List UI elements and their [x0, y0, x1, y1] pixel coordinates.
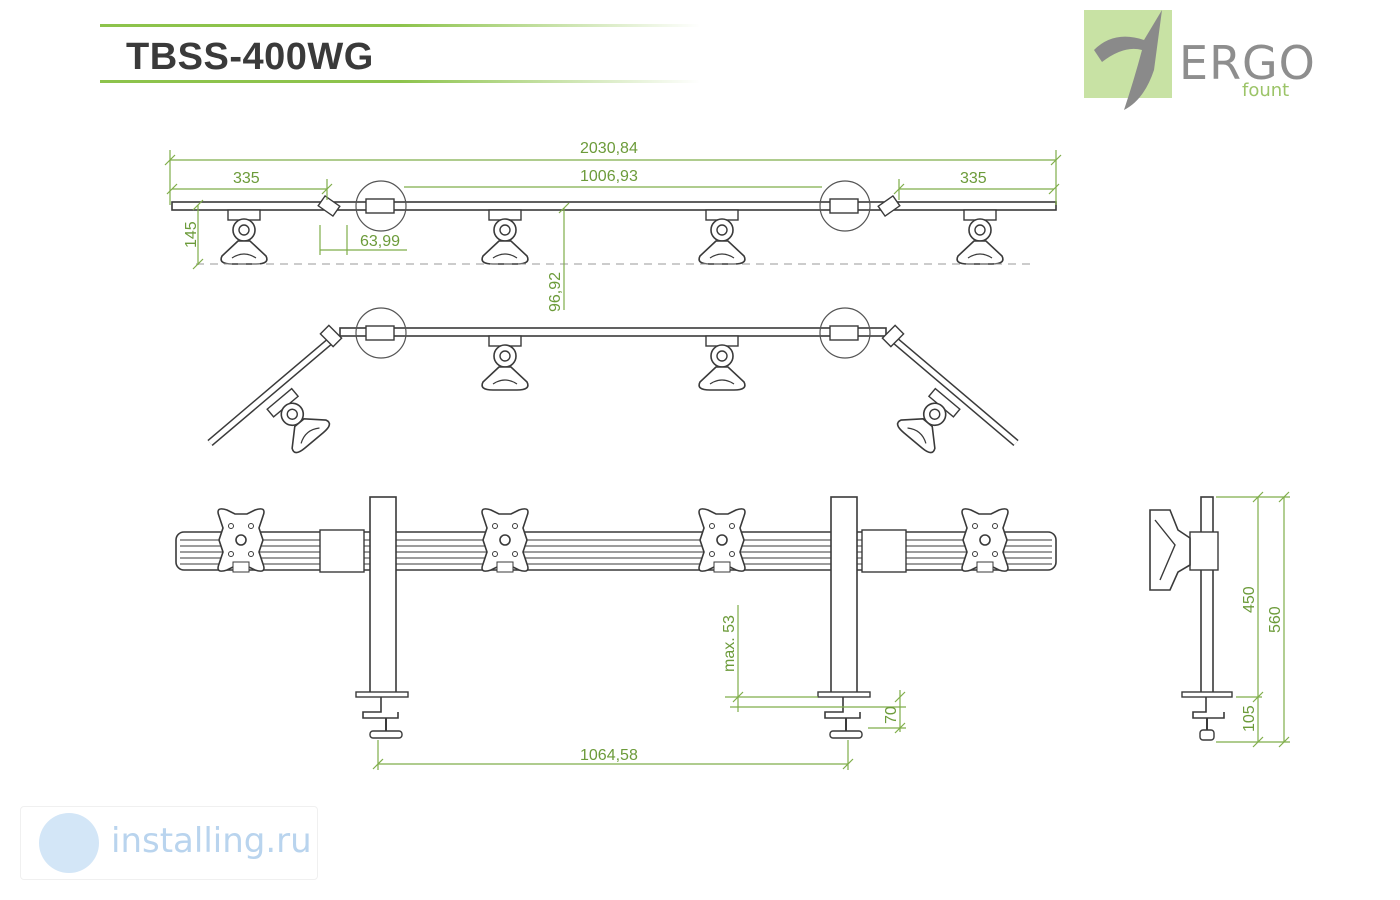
- title-block: TBSS-400WG: [100, 18, 700, 88]
- vesa-plate-4: [961, 508, 1009, 573]
- dim-drop: 96,92: [547, 272, 564, 312]
- dim-clamp-height: 70: [883, 706, 900, 724]
- dim-height-top: 145: [183, 221, 200, 248]
- logo-mark: [1084, 10, 1172, 110]
- title-rule-top: [100, 24, 700, 27]
- angled-view: [207, 307, 1019, 456]
- logo-subtitle: fount: [1242, 80, 1290, 101]
- title-rule-bottom: [100, 80, 700, 83]
- dim-offset: 63,99: [360, 233, 400, 250]
- dimension-lines-front: [372, 605, 906, 770]
- dim-end-right: 335: [960, 170, 987, 187]
- dim-total-length: 2030,84: [580, 140, 638, 157]
- ergofount-logo: ERGO fount: [1084, 10, 1316, 120]
- side-view: [1149, 496, 1233, 741]
- dim-pole-spacing: 1064,58: [580, 747, 638, 764]
- pole-left: [369, 496, 397, 694]
- monitor-mount-2: [481, 209, 529, 265]
- joint-circle-right: [819, 180, 871, 232]
- top-view: [171, 180, 1057, 265]
- dim-center-span: 1006,93: [580, 168, 638, 185]
- monitor-mount-3-angled: [698, 335, 746, 391]
- front-view: [175, 496, 1057, 739]
- watermark-text: installing.ru: [111, 821, 312, 861]
- watermark: installing.ru: [20, 806, 318, 880]
- monitor-mount-3: [698, 209, 746, 265]
- dim-side-pole: 450: [1241, 586, 1258, 613]
- dim-max-thickness: max. 53: [721, 615, 738, 672]
- crossbar: [171, 201, 1057, 211]
- logo-swoosh-icon: [1094, 10, 1162, 110]
- monitor-mount-4: [956, 209, 1004, 265]
- dim-end-left: 335: [233, 170, 260, 187]
- joint-circle-left: [355, 180, 407, 232]
- dimension-lines-side: [1216, 491, 1290, 748]
- monitor-mount-2-angled: [481, 335, 529, 391]
- pole-right: [830, 496, 858, 694]
- dim-side-base: 105: [1241, 705, 1258, 732]
- monitor-mount-1: [220, 209, 268, 265]
- page-title: TBSS-400WG: [126, 36, 374, 78]
- vesa-plate-1: [217, 508, 265, 573]
- vesa-plate-2: [481, 508, 529, 573]
- dimension-lines-top: [164, 150, 1062, 310]
- logo-wordmark: ERGO: [1179, 36, 1316, 90]
- dim-side-total: 560: [1267, 606, 1284, 633]
- vesa-plate-3: [698, 508, 746, 573]
- watermark-globe-icon: [39, 813, 99, 873]
